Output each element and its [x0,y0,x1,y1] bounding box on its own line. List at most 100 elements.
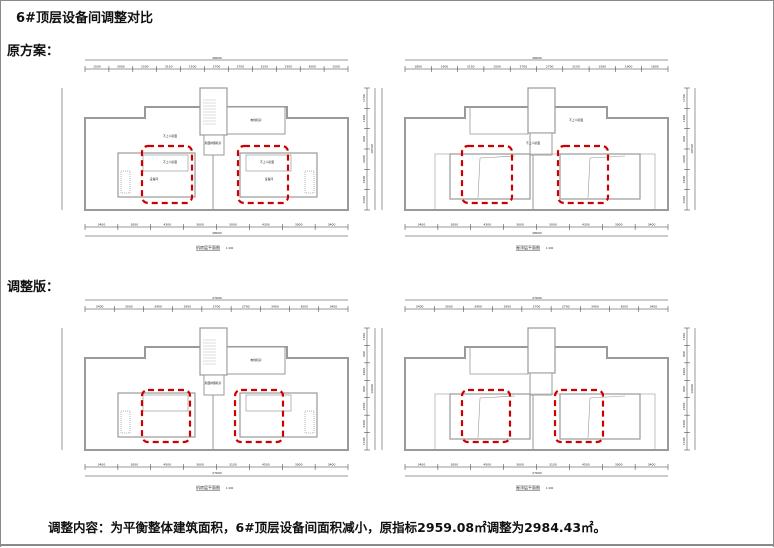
roof-slope [587,155,626,199]
dim-label: 3400 [98,463,106,467]
dim-label: 2000 [682,155,686,163]
dim-label: 3400 [98,223,106,227]
dim-label: 3000 [229,223,237,227]
dim-total-bottom: 28600 [212,231,222,235]
roof-slope [477,395,516,439]
room-label: 不上人屋面 [526,141,540,145]
dim-label: 2400 [362,368,366,376]
dim-label: 3150 [165,65,173,69]
dim-label: 1800 [651,65,659,69]
dim-total-right: 10500 [690,144,694,154]
dim-total-top: 27600 [212,296,222,300]
equipment-room [117,152,196,198]
dim-label: 900 [362,386,366,392]
dim-label: 3400 [330,305,338,309]
roof-slope [477,155,516,199]
dim-total-bottom: 27600 [212,471,222,475]
dim-label: 4300 [163,223,171,227]
dim-label: 3000 [196,223,204,227]
page-title: 6#顶层设备间调整对比 [16,11,153,26]
dim-total-bottom: 27600 [532,471,542,475]
dim-label: 1200 [362,115,366,123]
dim-label: 600 [362,136,366,142]
roof-parapet [434,393,656,451]
dim-label: 600 [682,136,686,142]
elevator-machine-room [226,106,286,135]
dim-label: 2700 [520,65,528,69]
dim-total-bottom: 28600 [532,231,542,235]
dim-label: 1800 [414,65,422,69]
dim-label: 2700 [546,65,554,69]
dim-total-top: 28600 [532,56,542,60]
dim-label: 3400 [650,305,658,309]
dim-label: 2300 [362,420,366,428]
roof-slope [587,395,626,439]
dim-label: 3400 [328,223,336,227]
elevator-machine-room [226,346,286,375]
dim-label: 2700 [362,403,366,411]
room-label: 不上人屋面 [163,134,177,138]
dim-total-right: 12000 [370,384,374,394]
highlight-dashed-box [460,388,512,444]
equipment-room [449,393,531,440]
dim-label: 3000 [615,223,623,227]
dim-total-top: 28600 [212,56,222,60]
equipment-room [117,392,196,438]
room-stair [304,170,315,194]
plan-caption: 屋顶层平面图 [516,484,540,490]
smoke-exhaust-room [203,374,225,396]
room-partition [245,394,292,412]
dim-label: 3400 [418,463,426,467]
dim-label: 2700 [682,403,686,411]
dim-label: 3150 [260,65,268,69]
dim-label: 1500 [141,65,149,69]
dim-total-right: 12000 [690,384,694,394]
dim-label: 1500 [362,437,366,445]
dim-label: 900 [682,351,686,357]
shaft [529,132,553,156]
room-label: 设备间 [150,177,159,181]
plan-scale: 1:100 [546,486,554,490]
dim-label: 3400 [648,223,656,227]
dim-label: 900 [682,386,686,392]
dim-label: 1500 [362,196,366,204]
room-label: 不上人屋面 [569,118,583,122]
roof-block [469,346,529,375]
room-label: 屋面排烟机房 [205,381,222,385]
dim-label: 1500 [682,437,686,445]
dim-label: 3000 [516,463,524,467]
equipment-room [559,393,641,440]
room-stair [304,410,315,434]
room-stair [120,410,131,434]
dim-label: 3000 [196,463,204,467]
dim-label: 3150 [467,65,475,69]
dim-total-right: 10500 [370,144,374,154]
roof-parapet [434,153,656,211]
dim-label: 3400 [474,305,482,309]
bottom-divider [0,544,774,546]
dim-label: 3000 [620,305,628,309]
room-label: 电梯机房 [250,358,261,362]
dim-label: 4500 [262,463,270,467]
highlight-dashed-box [553,388,605,444]
highlight-dashed-box [233,388,285,444]
dim-label: 3000 [516,223,524,227]
dim-label: 1700 [362,94,366,102]
dim-label: 4300 [483,223,491,227]
roof-outline [84,346,349,451]
plan-scale: 1:100 [226,486,234,490]
highlight-dashed-box [556,144,610,205]
dim-label: 3100 [549,463,557,467]
dim-label: 1700 [682,333,686,341]
room-label: 不上人屋面 [163,160,177,164]
dim-label: 1500 [332,65,340,69]
dim-label: 3400 [418,223,426,227]
stair-core [199,87,228,136]
dim-label: 2700 [213,305,221,309]
highlight-dashed-box [460,144,514,205]
dim-label: 1500 [93,65,101,69]
dim-label: 1500 [284,65,292,69]
dim-label: 1900 [441,65,449,69]
